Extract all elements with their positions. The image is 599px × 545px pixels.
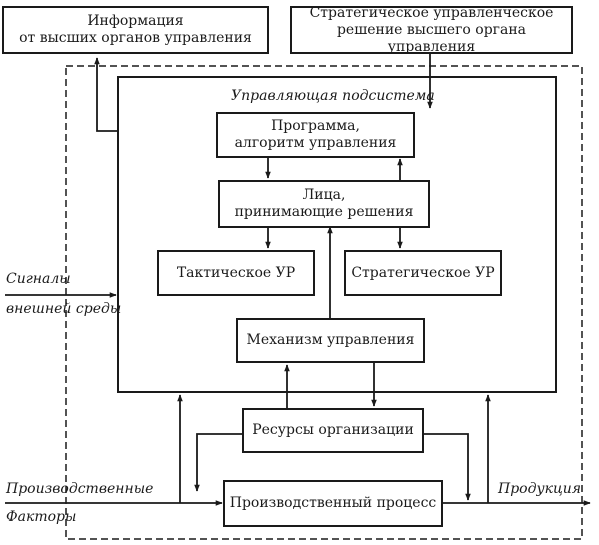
strategic-box: Стратегическое УР bbox=[344, 250, 502, 296]
program-line-1: Программа, bbox=[271, 118, 360, 134]
strategic-label: Стратегическое УР bbox=[351, 264, 495, 281]
output-label: Продукция bbox=[498, 481, 582, 497]
higher-info-box: Информация от высших органов управления bbox=[2, 6, 269, 54]
production-process-box: Производственный процесс bbox=[223, 480, 443, 527]
strategic-decision-box: Стратегическое управленческое решение вы… bbox=[290, 4, 573, 55]
higher-info-line-1: Информация bbox=[87, 13, 184, 29]
strategic-decision-line-1: Стратегическое управленческое bbox=[309, 4, 554, 21]
control-subsystem-title: Управляющая подсистема bbox=[231, 88, 435, 104]
mechanism-label: Механизм управления bbox=[246, 332, 415, 348]
production-factors-label-1: Производственные bbox=[6, 481, 154, 497]
resources-box: Ресурсы организации bbox=[242, 408, 424, 453]
production-process-label: Производственный процесс bbox=[229, 495, 437, 511]
production-factors-label-2: Факторы bbox=[6, 509, 77, 525]
arrow-resources-to-process bbox=[194, 433, 242, 492]
program-box: Программа, алгоритм управления bbox=[216, 112, 415, 158]
decision-makers-box: Лица, принимающие решения bbox=[218, 180, 430, 228]
signals-label-2: внешней среды bbox=[6, 301, 122, 317]
control-subsystem-frame bbox=[117, 76, 557, 393]
higher-info-line-2: от высших органов управления bbox=[19, 30, 252, 46]
program-line-2: алгоритм управления bbox=[234, 135, 397, 151]
resources-label: Ресурсы организации bbox=[252, 422, 414, 438]
decision-makers-line-1: Лица, bbox=[302, 187, 346, 203]
tactical-box: Тактическое УР bbox=[157, 250, 315, 296]
arrow-resources-to-output bbox=[424, 433, 471, 501]
arrow-to-higher-info bbox=[94, 57, 118, 132]
tactical-label: Тактическое УР bbox=[176, 264, 296, 281]
signals-label-1: Сигналы bbox=[6, 271, 71, 287]
mechanism-box: Механизм управления bbox=[236, 318, 425, 363]
strategic-decision-line-2: решение высшего органа управления bbox=[336, 21, 527, 55]
system-boundary bbox=[65, 65, 583, 540]
decision-makers-line-2: принимающие решения bbox=[234, 204, 414, 220]
